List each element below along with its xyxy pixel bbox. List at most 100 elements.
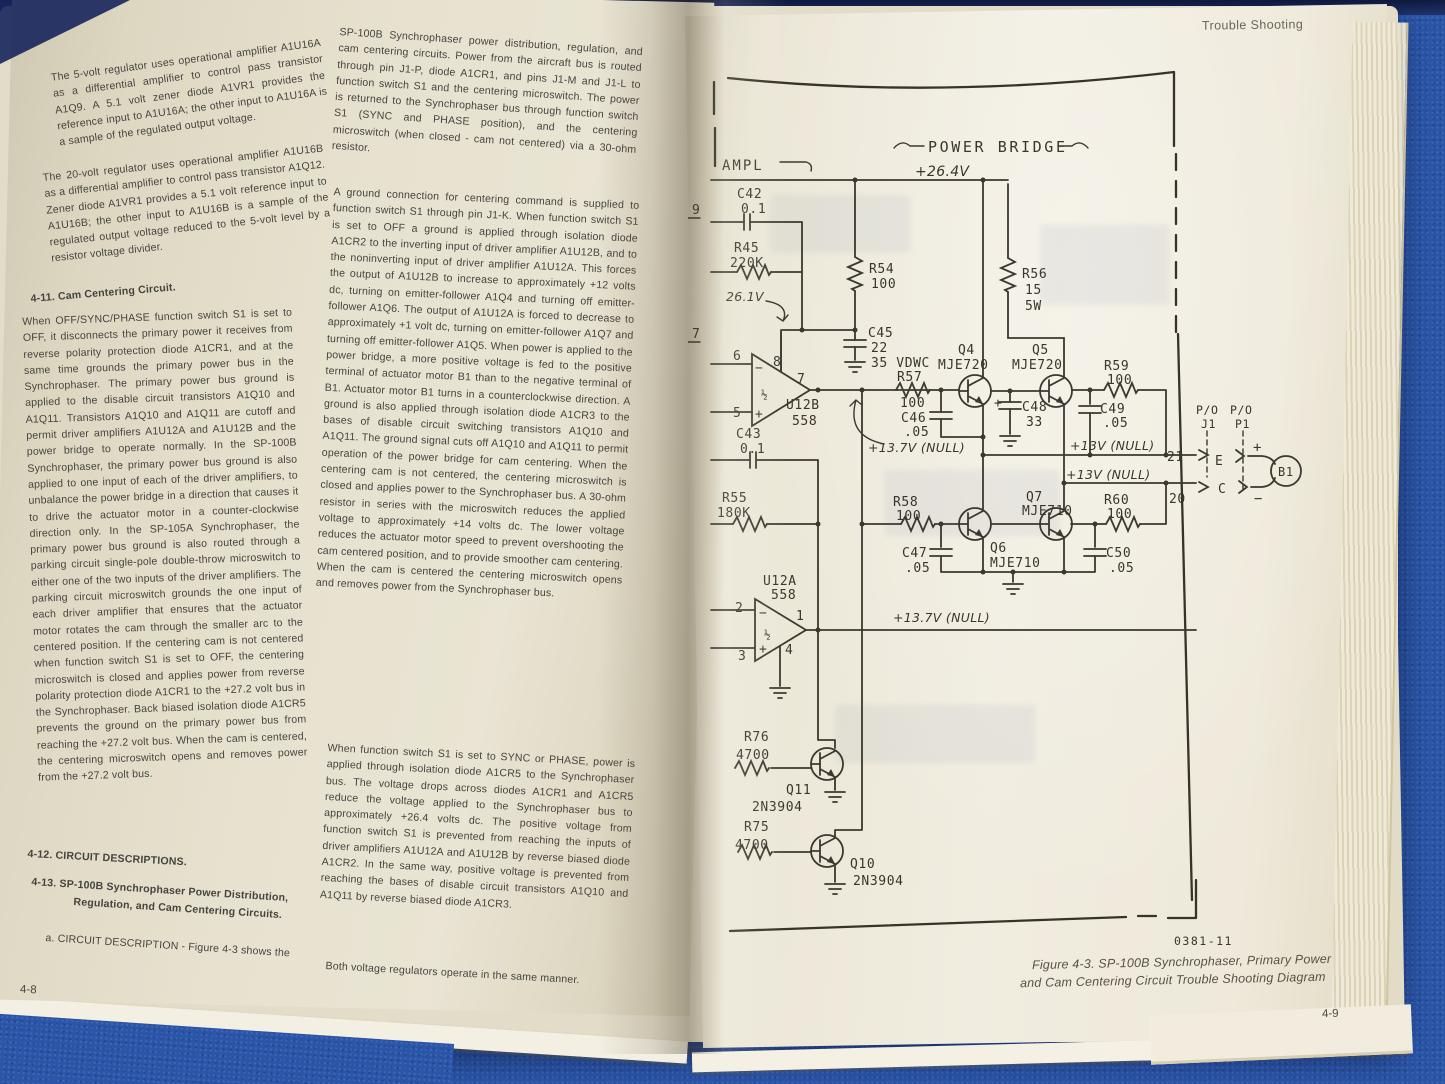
label-q5-part: MJE720 bbox=[1012, 358, 1063, 373]
u12a-pin1: 1 bbox=[796, 609, 804, 624]
motor-plus: + bbox=[1253, 440, 1262, 456]
junction-dots bbox=[799, 177, 1169, 633]
label-r57-val: 100 bbox=[900, 396, 925, 411]
label-c48-plus: + bbox=[994, 396, 1002, 411]
label-null-13-e: +13V (NULL) bbox=[1070, 438, 1154, 453]
label-q5: Q5 bbox=[1032, 343, 1049, 358]
u12b-pin5: 5 bbox=[733, 406, 741, 421]
pin-21: 21 bbox=[1167, 450, 1184, 465]
edge-tag-7: 7 bbox=[692, 327, 700, 342]
label-r57: R57 bbox=[897, 370, 922, 385]
label-c50-val: .05 bbox=[1109, 561, 1134, 576]
terminal-c: C bbox=[1218, 482, 1226, 497]
connector-motor: B1 21 20 P/O J1 P/O P1 E C + − bbox=[1167, 403, 1302, 507]
paragraph-ground-connection: A ground connection for centering comman… bbox=[315, 185, 640, 600]
u12a-half: ½ bbox=[764, 628, 771, 641]
circuit-diagram: 6 5 8 7 − + ½ U12B 558 2 3 1 4 − + ½ U12… bbox=[688, 70, 1302, 948]
label-26-1v: 26.1V bbox=[726, 289, 765, 304]
label-r76-val: 4700 bbox=[736, 748, 770, 763]
label-r58-val: 100 bbox=[896, 509, 921, 524]
opamp-u12a: 2 3 1 4 − + ½ U12A 558 bbox=[735, 574, 808, 699]
label-q6-part: MJE710 bbox=[990, 556, 1041, 571]
motor-minus: − bbox=[1254, 491, 1263, 507]
po-p1-po: P/O bbox=[1230, 403, 1253, 417]
label-q11-part: 2N3904 bbox=[752, 800, 803, 815]
paragraph-cam-centering: When OFF/SYNC/PHASE function switch S1 i… bbox=[22, 306, 308, 785]
label-c45-val: 22 bbox=[871, 341, 888, 356]
label-q6: Q6 bbox=[990, 541, 1007, 556]
u12a-part: 558 bbox=[771, 588, 796, 603]
u12b-half: ½ bbox=[761, 388, 768, 401]
label-c49: C49 bbox=[1100, 402, 1125, 417]
label-q11: Q11 bbox=[786, 783, 811, 798]
label-r59-val: 100 bbox=[1107, 373, 1132, 388]
label-c42: C42 bbox=[737, 187, 762, 202]
u12b-minus: − bbox=[755, 361, 763, 376]
po-j1: J1 bbox=[1201, 417, 1216, 431]
u12a-pin2: 2 bbox=[735, 601, 743, 616]
po-j1-po: P/O bbox=[1196, 403, 1219, 417]
label-c42-val: 0.1 bbox=[741, 202, 766, 217]
label-r55-val: 180K bbox=[717, 506, 751, 521]
label-r60-val: 100 bbox=[1107, 507, 1132, 522]
label-q4: Q4 bbox=[958, 343, 975, 358]
label-q10: Q10 bbox=[850, 857, 875, 872]
label-r45: R45 bbox=[734, 241, 759, 256]
label-c47: C47 bbox=[902, 546, 927, 561]
transistor-q6 bbox=[958, 507, 992, 541]
u12b-pin7: 7 bbox=[797, 372, 805, 387]
schematic-labels: POWER BRIDGE AMPL +26.4V 26.1V +13.7V (N… bbox=[692, 138, 1233, 948]
label-null-13-7-b: +13.7V (NULL) bbox=[868, 440, 965, 455]
label-r59: R59 bbox=[1104, 359, 1129, 374]
pin-20: 20 bbox=[1169, 492, 1186, 507]
ampl-label: AMPL bbox=[722, 158, 764, 174]
label-r56-val: 15 bbox=[1025, 283, 1042, 298]
label-null-13-7-a: +13.7V (NULL) bbox=[893, 610, 990, 625]
edge-tag-9: 9 bbox=[692, 203, 700, 218]
label-c48-val: 33 bbox=[1026, 415, 1043, 430]
opamp-u12b: 6 5 8 7 − + ½ U12B 558 bbox=[733, 331, 820, 429]
annotation-arrows bbox=[688, 142, 1089, 445]
u12b-plus: + bbox=[755, 407, 763, 422]
u12a-minus: − bbox=[759, 606, 767, 621]
u12a-pin3: 3 bbox=[738, 649, 746, 664]
label-r58: R58 bbox=[893, 495, 918, 510]
u12a-plus: + bbox=[759, 642, 767, 657]
label-r56: R56 bbox=[1022, 267, 1047, 282]
paragraph-power-distribution: SP-100B Synchrophaser power distribution… bbox=[331, 25, 644, 156]
label-r54-val: 100 bbox=[871, 277, 896, 292]
transistor-q4 bbox=[958, 374, 992, 408]
label-q7: Q7 bbox=[1026, 490, 1043, 505]
label-q7-part: MJE710 bbox=[1022, 504, 1073, 519]
u12b-pin6: 6 bbox=[733, 349, 741, 364]
transistor-q11 bbox=[810, 747, 844, 781]
label-c43-val: 0.1 bbox=[740, 442, 765, 457]
po-p1: P1 bbox=[1235, 417, 1250, 431]
u12a-ref: U12A bbox=[763, 574, 797, 589]
drawing-number: 0381-11 bbox=[1174, 934, 1233, 948]
u12b-ref: U12B bbox=[786, 398, 820, 413]
label-r75-val: 4700 bbox=[735, 838, 769, 853]
label-c47-val: .05 bbox=[905, 561, 930, 576]
circuit-wires bbox=[710, 179, 1276, 883]
u12a-pin4: 4 bbox=[785, 643, 793, 658]
label-c43: C43 bbox=[736, 427, 761, 442]
page-number-left: 4-8 bbox=[19, 983, 37, 997]
figure-border bbox=[712, 70, 1198, 933]
power-bridge-label: POWER BRIDGE bbox=[928, 138, 1068, 156]
label-26-4v: +26.4V bbox=[915, 164, 970, 180]
label-c45-rating: 35 VDWC bbox=[871, 356, 930, 371]
u12b-part: 558 bbox=[792, 414, 817, 429]
label-q10-part: 2N3904 bbox=[853, 874, 904, 889]
label-null-13-c: +13V (NULL) bbox=[1066, 467, 1150, 482]
label-r60: R60 bbox=[1104, 493, 1129, 508]
motor-b1-circle bbox=[1270, 455, 1302, 487]
label-q4-part: MJE720 bbox=[938, 358, 989, 373]
transistor-q10 bbox=[810, 834, 844, 868]
label-r55: R55 bbox=[722, 491, 747, 506]
label-r54: R54 bbox=[869, 262, 894, 277]
label-r56-rating: 5W bbox=[1025, 299, 1042, 314]
terminal-e: E bbox=[1215, 454, 1223, 469]
u12b-pin8: 8 bbox=[773, 355, 781, 370]
